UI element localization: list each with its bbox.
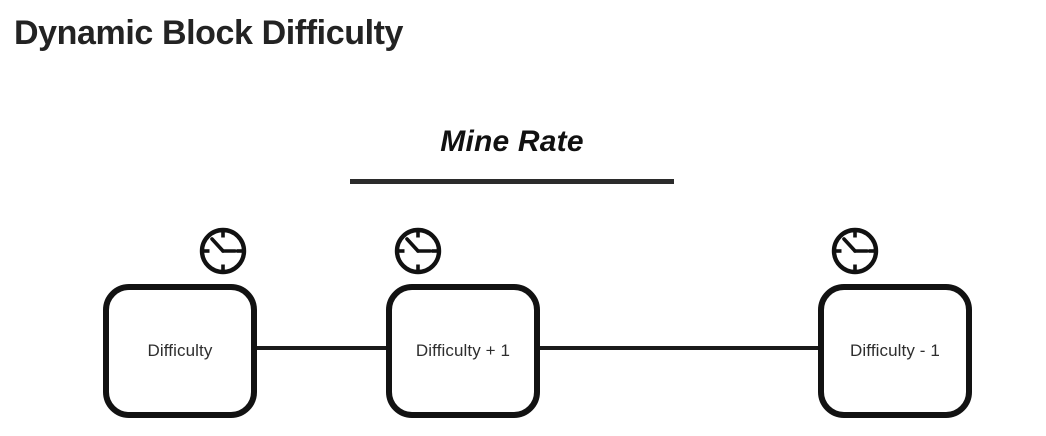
block-label: Difficulty + 1 xyxy=(415,341,511,360)
clock-icon xyxy=(831,227,879,275)
connector-difficulty-to-difficulty-plus-1 xyxy=(253,346,389,350)
mine-rate-heading-group: Mine Rate xyxy=(350,125,674,187)
block-label: Difficulty xyxy=(147,341,213,360)
block-difficulty-plus-1[interactable]: Difficulty + 1 xyxy=(386,284,540,418)
block-difficulty[interactable]: Difficulty xyxy=(103,284,257,418)
mine-rate-label: Mine Rate xyxy=(440,125,584,158)
clock-icon xyxy=(394,227,442,275)
clock-icon xyxy=(199,227,247,275)
mine-rate-underline xyxy=(350,179,674,184)
block-label: Difficulty - 1 xyxy=(850,341,940,360)
page-title: Dynamic Block Difficulty xyxy=(14,14,404,52)
connector-difficulty-plus-1-to-difficulty-minus-1 xyxy=(536,346,822,350)
block-difficulty-minus-1[interactable]: Difficulty - 1 xyxy=(818,284,972,418)
